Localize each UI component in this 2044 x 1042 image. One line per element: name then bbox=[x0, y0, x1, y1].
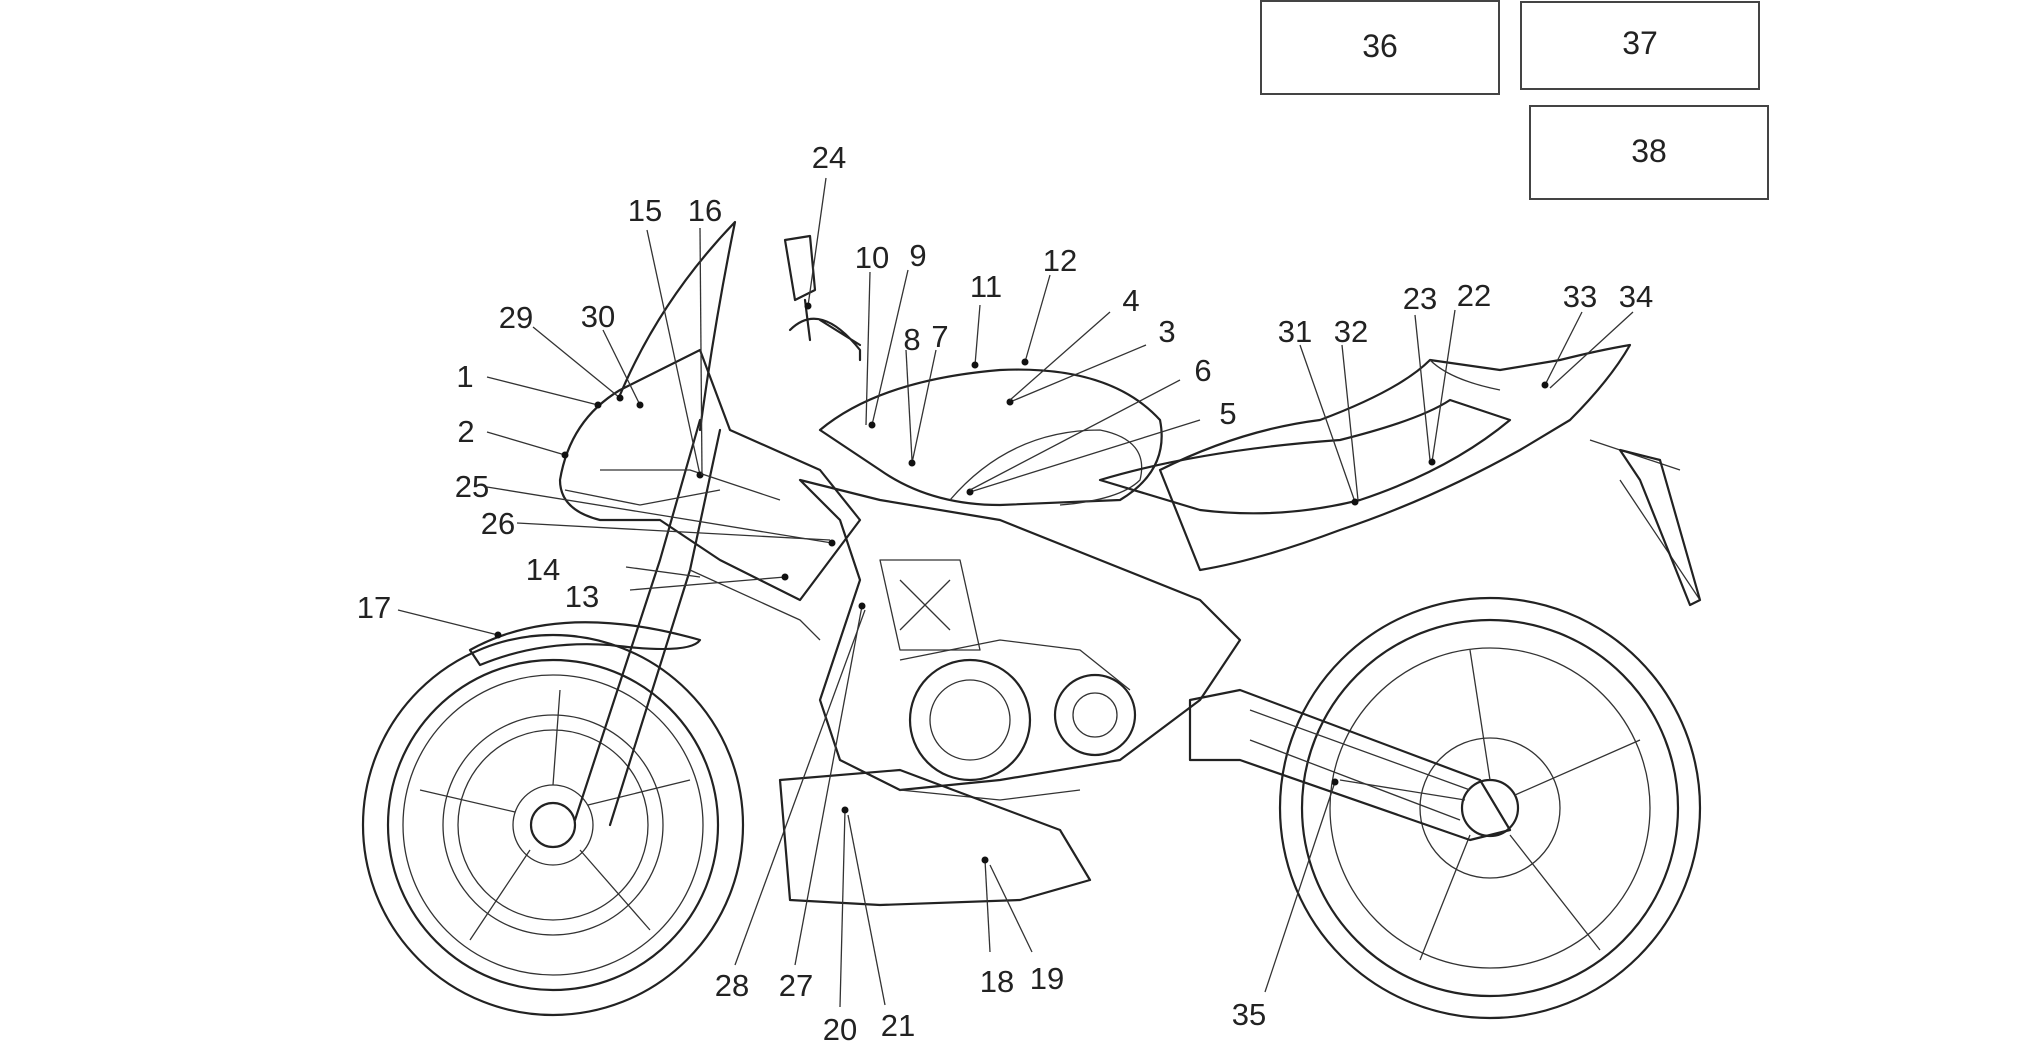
callout-12: 12 bbox=[1043, 243, 1077, 278]
callout-4: 4 bbox=[1122, 283, 1139, 318]
frame bbox=[798, 478, 1242, 792]
callout-26: 26 bbox=[481, 506, 515, 541]
callout-5: 5 bbox=[1219, 396, 1236, 431]
callout-31: 31 bbox=[1278, 314, 1312, 349]
box-36 bbox=[1260, 0, 1500, 95]
callout-2: 2 bbox=[457, 414, 474, 449]
callout-15: 15 bbox=[628, 193, 662, 228]
callout-14: 14 bbox=[526, 552, 560, 587]
callout-13: 13 bbox=[565, 579, 599, 614]
reference-boxes: 36 37 38 bbox=[1260, 0, 1769, 200]
callout-28: 28 bbox=[715, 968, 749, 1003]
callout-labels: 1 2 3 4 5 6 7 8 9 10 11 12 13 14 15 16 1… bbox=[357, 140, 1653, 1042]
front-fork bbox=[573, 418, 722, 827]
callout-24: 24 bbox=[812, 140, 846, 175]
callout-19: 19 bbox=[1030, 961, 1064, 996]
callout-30: 30 bbox=[581, 299, 615, 334]
callout-10: 10 bbox=[855, 240, 889, 275]
tail-section bbox=[1158, 343, 1632, 572]
callout-8: 8 bbox=[903, 322, 920, 357]
callout-7: 7 bbox=[931, 319, 948, 354]
callout-33: 33 bbox=[1563, 279, 1597, 314]
callout-18: 18 bbox=[980, 964, 1014, 999]
callout-29: 29 bbox=[499, 300, 533, 335]
callout-23: 23 bbox=[1403, 281, 1437, 316]
callout-32: 32 bbox=[1334, 314, 1368, 349]
swingarm bbox=[1188, 688, 1512, 842]
callout-17: 17 bbox=[357, 590, 391, 625]
callout-6: 6 bbox=[1194, 353, 1211, 388]
belly-pan bbox=[778, 768, 1092, 907]
seat bbox=[1098, 398, 1512, 515]
box-38-label: 38 bbox=[1631, 133, 1667, 169]
handlebar bbox=[788, 317, 862, 362]
callout-11: 11 bbox=[970, 269, 1002, 304]
callout-16: 16 bbox=[688, 193, 722, 228]
callout-1: 1 bbox=[456, 359, 473, 394]
callout-22: 22 bbox=[1457, 278, 1491, 313]
callout-21: 21 bbox=[881, 1008, 915, 1042]
callout-35: 35 bbox=[1232, 997, 1266, 1032]
callout-3: 3 bbox=[1158, 314, 1175, 349]
rear-wheel bbox=[1278, 596, 1702, 1020]
front-fender bbox=[468, 621, 702, 667]
fuel-tank bbox=[818, 368, 1163, 507]
motorcycle-drawing bbox=[361, 220, 1702, 1020]
callout-27: 27 bbox=[779, 968, 813, 1003]
engine bbox=[899, 639, 1137, 801]
windscreen bbox=[618, 220, 737, 432]
box-36-label: 36 bbox=[1362, 28, 1398, 64]
callout-20: 20 bbox=[823, 1012, 857, 1042]
front-fairing bbox=[558, 348, 862, 602]
license-holder bbox=[1618, 448, 1702, 607]
front-wheel bbox=[361, 633, 745, 1017]
callout-25: 25 bbox=[455, 469, 489, 504]
box-38 bbox=[1529, 105, 1769, 200]
leader-lines bbox=[397, 177, 1634, 1008]
callout-9: 9 bbox=[909, 238, 926, 273]
box-37 bbox=[1520, 1, 1760, 90]
callout-34: 34 bbox=[1619, 279, 1653, 314]
box-37-label: 37 bbox=[1622, 25, 1658, 61]
